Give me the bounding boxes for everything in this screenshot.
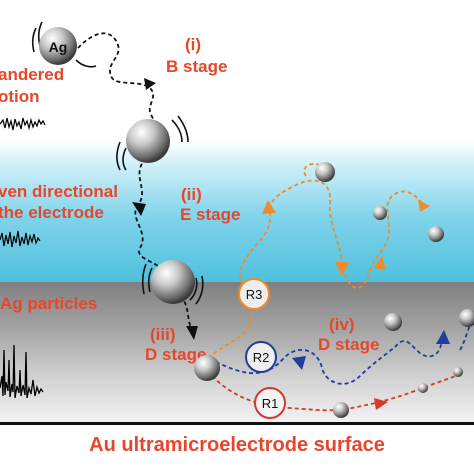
stage-d2-label: D stage [318, 335, 380, 354]
route-r1-arrow [374, 398, 388, 410]
stage-d1-number: (iii) [150, 325, 176, 344]
ag-particle-upper-2 [373, 206, 387, 220]
left-label-line5: Ag particles [0, 294, 98, 313]
left-label-line3: ven directional [0, 182, 118, 201]
ag-particle-gray-4 [418, 383, 428, 393]
stage-e-label: E stage [180, 205, 241, 224]
ag-particle-start: Ag [39, 27, 77, 65]
current-trace-top [0, 117, 46, 131]
electrode-surface-line [0, 422, 474, 425]
directional-path [134, 157, 161, 269]
diffusion-layer-region [0, 140, 474, 282]
surface-label: Au ultramicroelectrode surface [89, 434, 385, 456]
ag-particle-d-stage [194, 355, 220, 381]
left-label-line4: the electrode [0, 203, 104, 222]
ag-particle-gray-1 [384, 313, 402, 331]
route-r3-arrow-right [418, 200, 430, 212]
route-r2-label: R2 [253, 350, 270, 365]
left-label-line1: andered [0, 65, 65, 84]
stage-d2-number: (iv) [329, 315, 355, 334]
ag-particle-b-stage [126, 119, 170, 163]
route-r2-badge: R2 [245, 341, 277, 373]
route-r1-label: R1 [262, 396, 279, 411]
arrowhead-mid [132, 202, 146, 216]
ag-particle-gray-3 [333, 402, 349, 418]
brownian-path-top [77, 32, 157, 129]
stage-b-label: B stage [166, 57, 228, 76]
motion-marks [31, 21, 204, 305]
ag-particle-upper-1 [315, 162, 335, 182]
route-r3-label: R3 [246, 287, 263, 302]
ag-particle-gray-2 [459, 309, 474, 327]
solution-bulk-region [0, 0, 474, 140]
current-trace-bottom [0, 344, 44, 399]
electrode-proximity-region [0, 282, 474, 422]
route-r1-path [211, 375, 457, 412]
ag-particle-label: Ag [49, 39, 68, 55]
route-r3-path-branch [341, 190, 425, 289]
stage-d1-label: D stage [145, 345, 207, 364]
route-r1-badge: R1 [254, 387, 286, 419]
ag-particle-e-stage [151, 260, 195, 304]
route-r3-arrow-up [262, 200, 276, 214]
route-r2-path [215, 331, 445, 385]
route-r3-badge: R3 [238, 278, 270, 310]
route-r3-path [207, 179, 343, 359]
arrowhead-lower [186, 326, 198, 340]
route-r2-arrow-left [292, 356, 306, 370]
ag-particle-gray-5 [453, 367, 463, 377]
ag-particle-upper-3 [428, 226, 444, 242]
route-r2-arrow-right [436, 330, 450, 344]
stage-b-number: (i) [185, 35, 202, 54]
stage-e-number: (ii) [181, 185, 202, 204]
arrowhead-top [144, 78, 156, 90]
route-r3-arrow-mid [374, 256, 386, 270]
current-trace-middle [0, 230, 41, 248]
route-r2-path-tail [459, 317, 474, 351]
left-label-line2: otion [0, 87, 40, 106]
